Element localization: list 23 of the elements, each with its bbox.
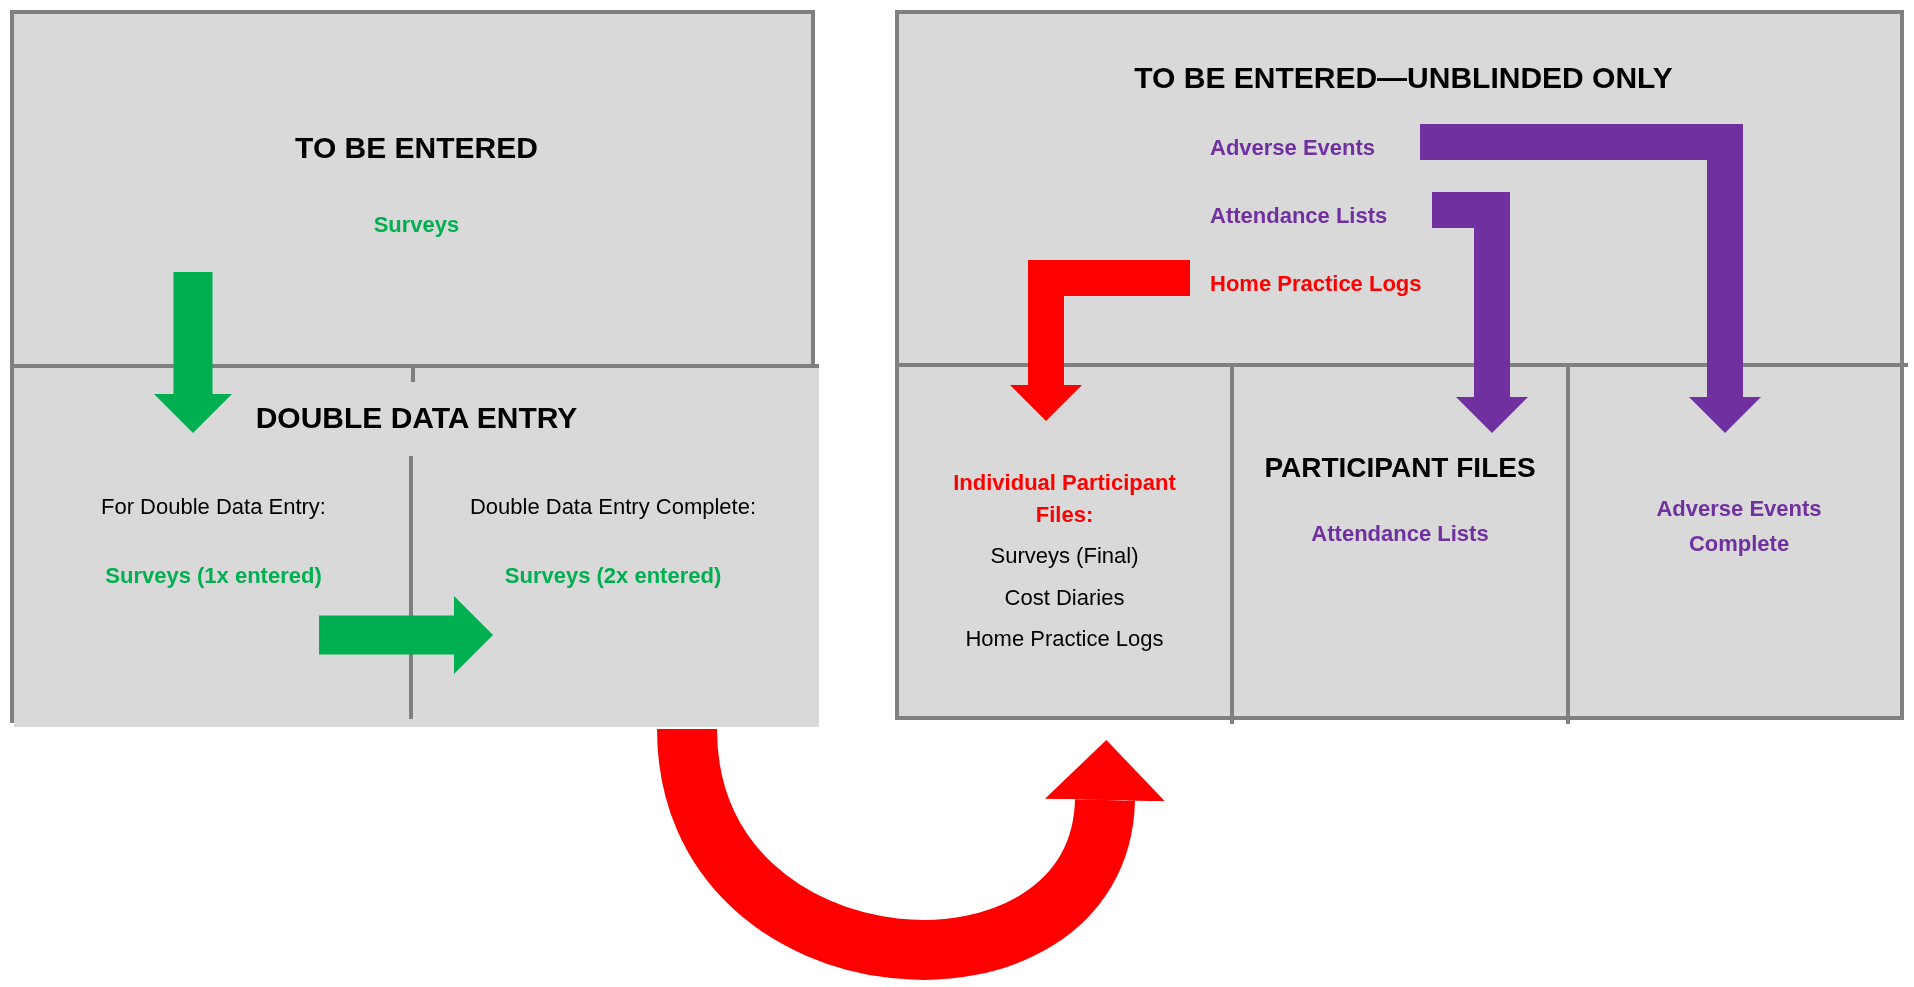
subheading: Individual Participant Files: [952,469,1177,529]
arrow [319,596,493,674]
item-label: Adverse Events Complete [1655,495,1823,559]
list-item: Surveys (Final) [990,541,1139,570]
arrow [1420,124,1761,433]
arrow [154,272,232,433]
item-label: Surveys (1x entered) [105,562,322,590]
label-text: Double Data Entry Complete: [469,493,757,521]
item-label: Attendance Lists [1210,203,1388,228]
item-label: Surveys (2x entered) [504,562,722,590]
list-item: Cost Diaries [1004,583,1125,612]
item-label: Attendance Lists [1311,520,1489,548]
item-label: Home Practice Logs [1210,271,1422,296]
heading: TO BE ENTERED [295,130,538,166]
stage-box [14,368,819,727]
label-text: For Double Data Entry: [101,493,326,521]
item-label: Surveys [373,211,460,239]
item-label: Adverse Events [1210,135,1376,160]
heading: DOUBLE DATA ENTRY [255,400,578,436]
list-item: Home Practice Logs [965,625,1164,654]
arrow [1010,260,1190,421]
heading: PARTICIPANT FILES [1264,451,1536,485]
heading: TO BE ENTERED—UNBLINDED ONLY [1134,60,1673,96]
